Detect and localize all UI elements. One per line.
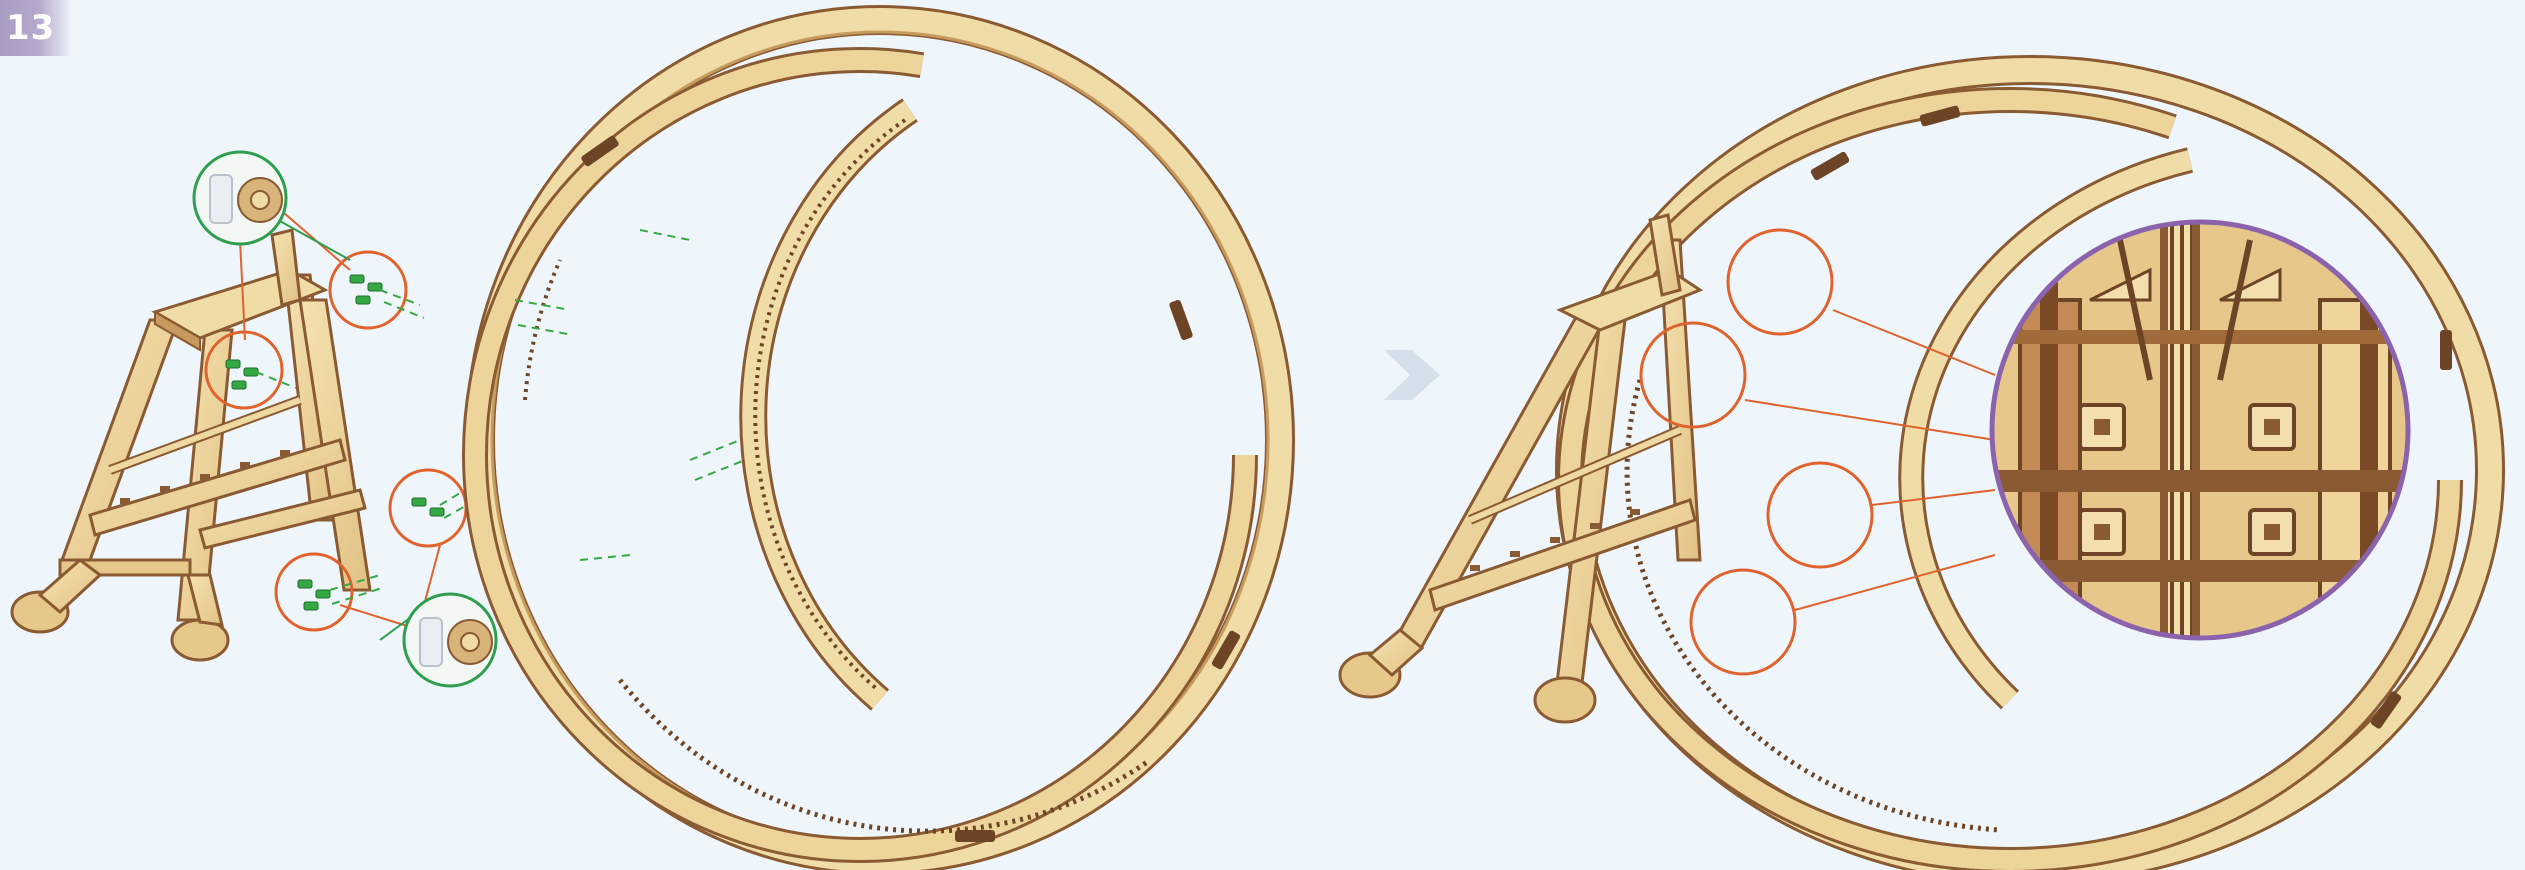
peg-callout-circle <box>390 470 466 546</box>
joint-callout-circle <box>1641 323 1745 427</box>
joint-callout-circle <box>1691 570 1795 674</box>
peg-gear-detail-icon <box>194 152 286 244</box>
left-exploded-view <box>12 20 1280 860</box>
right-frame-structure <box>1340 215 1700 722</box>
chevron-right-icon <box>1384 350 1440 400</box>
peg-callout-circle <box>276 554 352 630</box>
right-assembled-view <box>1340 70 2490 870</box>
peg-gear-detail-icon <box>404 594 496 686</box>
joint-callout-circle <box>1728 230 1832 334</box>
left-track-rings <box>475 20 1280 860</box>
zoom-detail-icon <box>1990 220 2410 640</box>
joint-callout-circle <box>1768 463 1872 567</box>
